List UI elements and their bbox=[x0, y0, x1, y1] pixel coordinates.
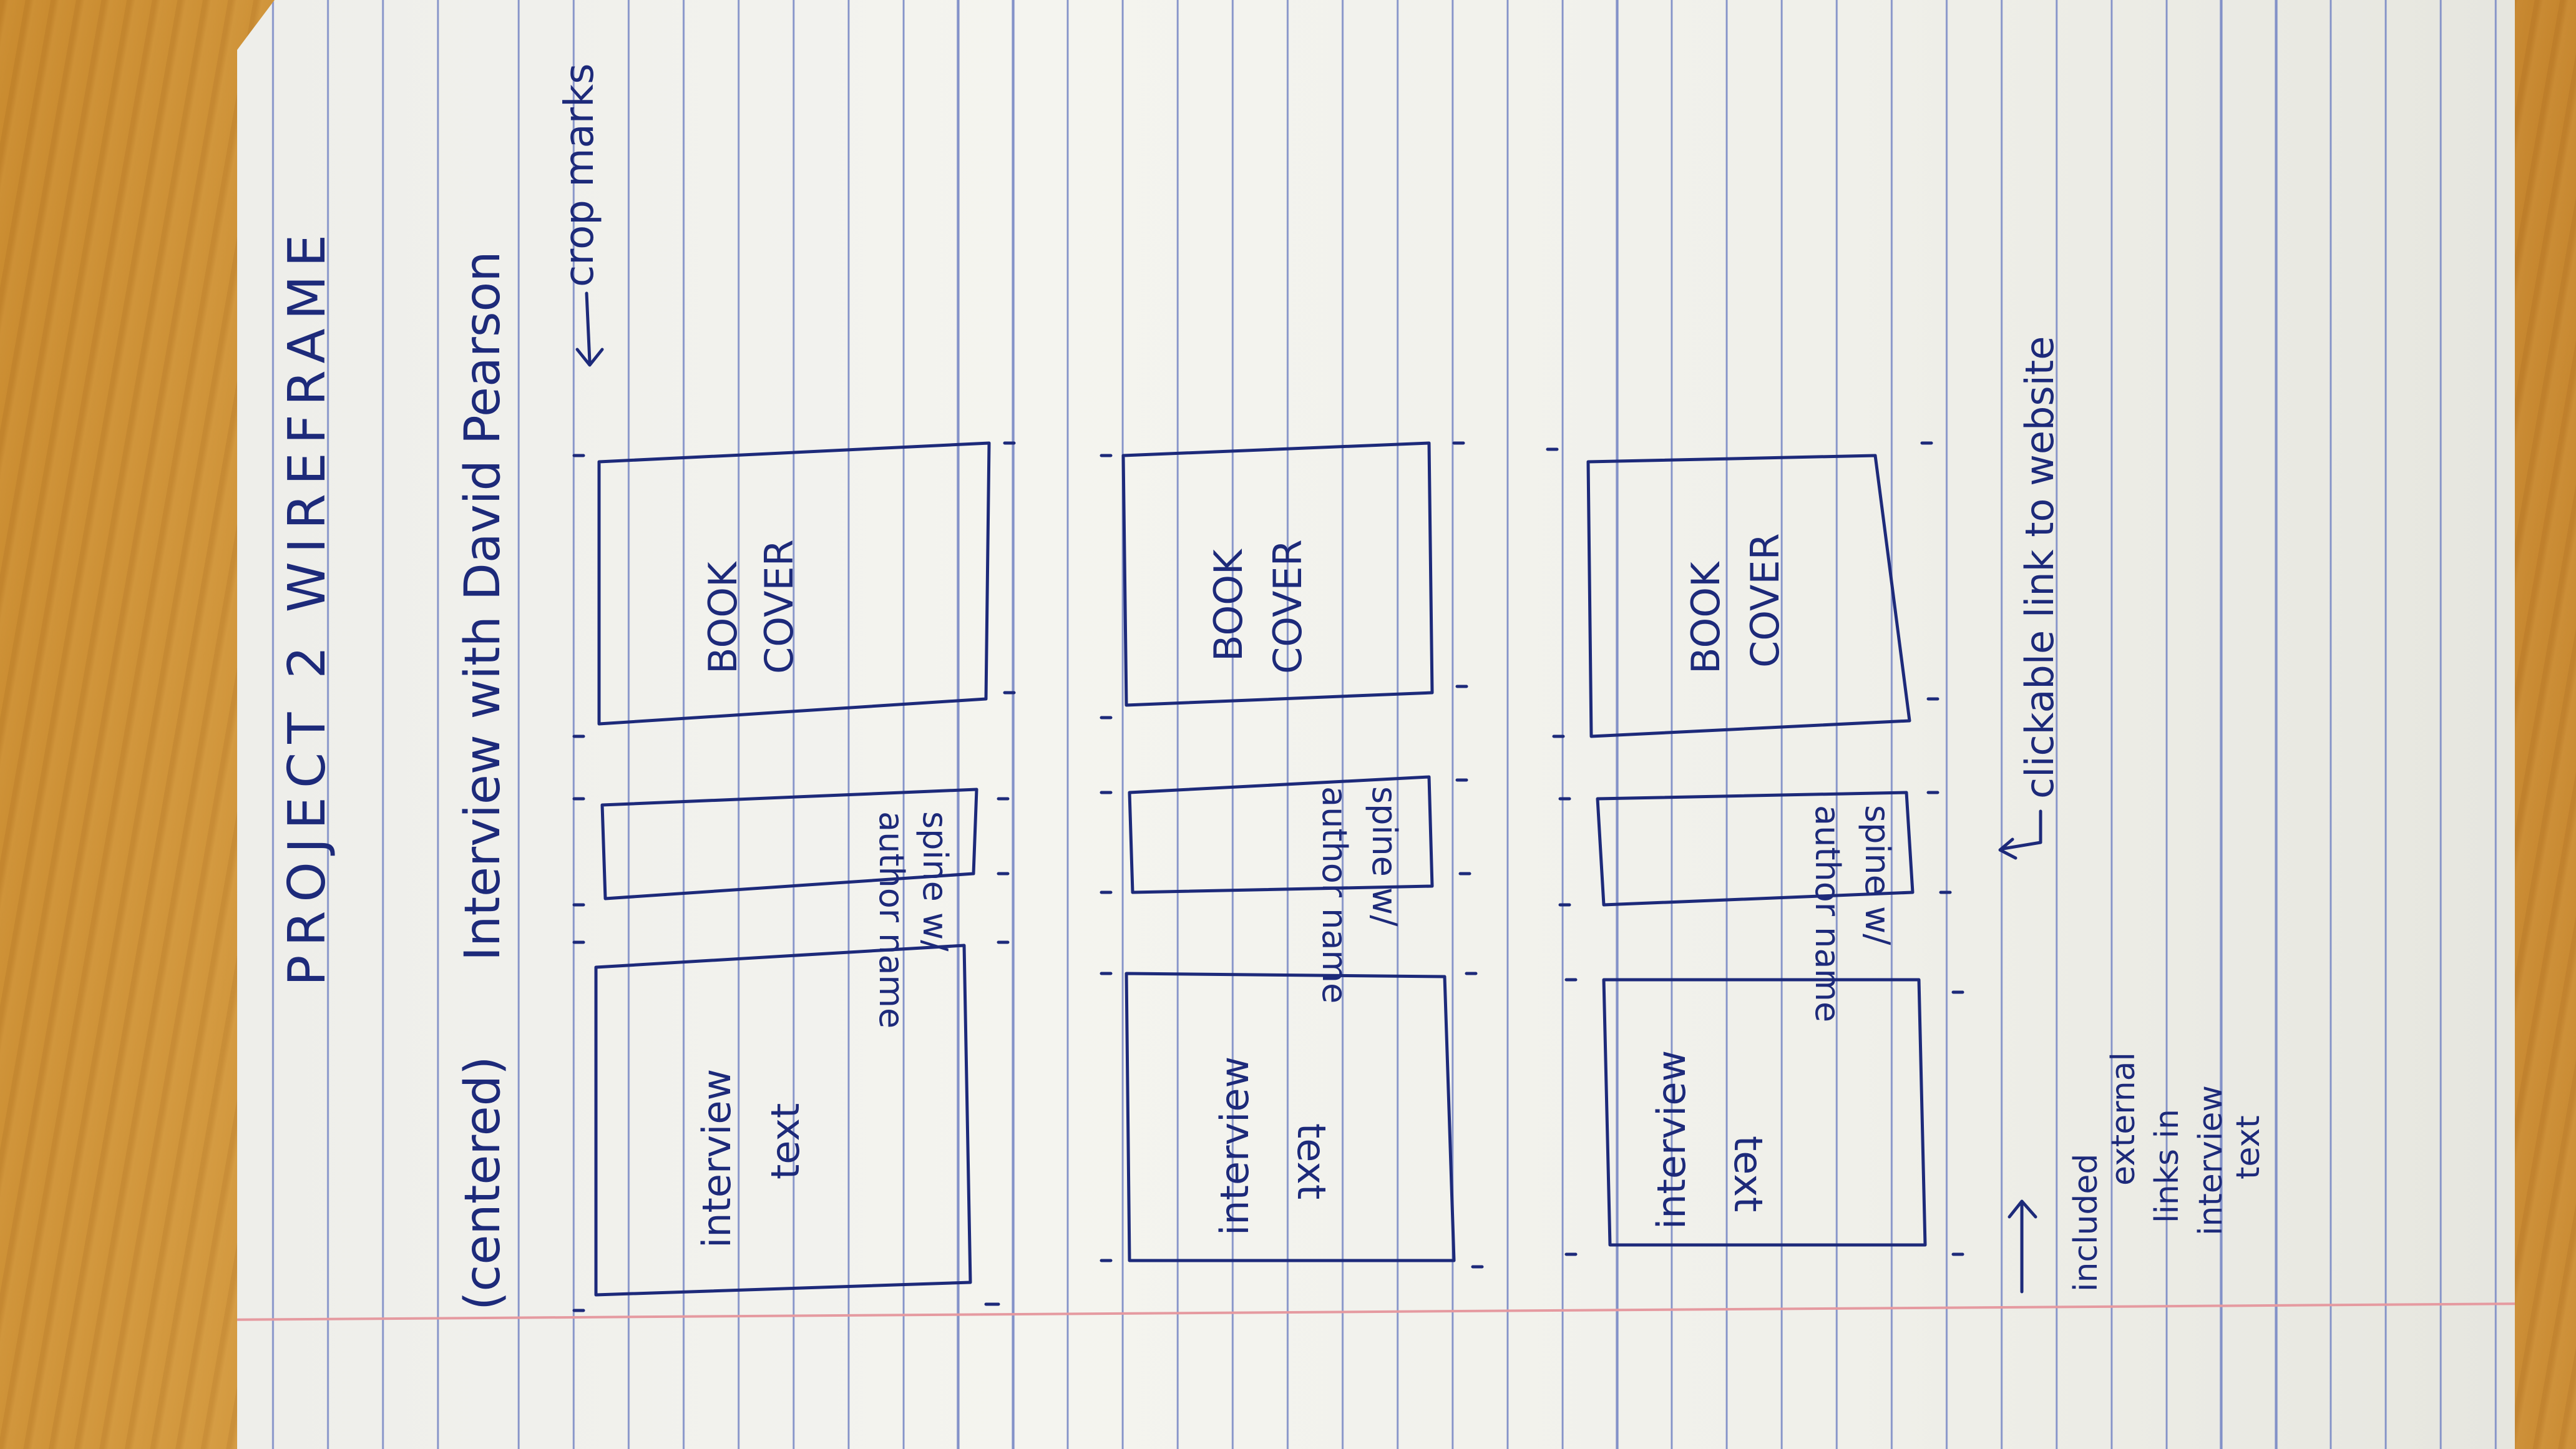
clickable-note-arrow bbox=[1998, 809, 2042, 860]
spine-label-1: spine w/ bbox=[1858, 805, 1897, 945]
book-cover-label-2: COVER bbox=[1742, 533, 1788, 668]
external-links-line-2: external bbox=[2105, 1052, 2142, 1186]
crop-marks-arrow bbox=[575, 291, 604, 367]
book-cover-box bbox=[597, 441, 991, 726]
book-cover-label-1: BOOK bbox=[1206, 549, 1251, 661]
interview-text-label-1: interview bbox=[1649, 1050, 1694, 1229]
wireframe-title: PROJECT 2 WIREFRAME bbox=[278, 226, 337, 986]
ruled-lines bbox=[237, 0, 2515, 1449]
spine-box bbox=[1128, 775, 1434, 894]
spine-label-2: author name bbox=[872, 811, 911, 1028]
interview-text-label-2: text bbox=[763, 1103, 808, 1179]
interview-text-label-1: interview bbox=[1212, 1056, 1257, 1236]
spine-box bbox=[1596, 791, 1915, 907]
spine-label-2: author name bbox=[1315, 786, 1354, 1003]
book-cover-box bbox=[1121, 441, 1434, 707]
interview-text-label-2: text bbox=[1289, 1123, 1334, 1199]
book-cover-label-2: COVER bbox=[756, 539, 802, 674]
book-cover-label-2: COVER bbox=[1265, 539, 1310, 674]
notebook-paper bbox=[237, 0, 2515, 1449]
interview-subtitle: Interview with David Pearson bbox=[455, 251, 511, 961]
external-links-arrow bbox=[2008, 1199, 2037, 1294]
external-links-line-3: links in bbox=[2149, 1109, 2186, 1223]
wireframe-row-2: BOOK COVER spine w/ author name intervie… bbox=[1121, 441, 1456, 1262]
spine-label-1: spine w/ bbox=[915, 811, 955, 952]
external-links-line-4: interview bbox=[2192, 1085, 2230, 1236]
book-cover-label-1: BOOK bbox=[700, 561, 746, 674]
centered-note: (centered) bbox=[455, 1056, 511, 1310]
interview-text-box bbox=[1125, 972, 1456, 1262]
spine-label-1: spine w/ bbox=[1365, 786, 1404, 927]
book-cover-box bbox=[1586, 454, 1911, 738]
external-links-line-1: included bbox=[2067, 1154, 2105, 1292]
crop-marks-note: crop marks bbox=[557, 64, 603, 288]
book-cover-label-1: BOOK bbox=[1683, 561, 1729, 674]
interview-text-label-2: text bbox=[1725, 1136, 1771, 1212]
spine-label-2: author name bbox=[1808, 805, 1847, 1022]
spine-box bbox=[600, 788, 978, 900]
interview-text-label-1: interview bbox=[694, 1069, 739, 1248]
interview-text-box bbox=[594, 944, 972, 1297]
external-links-note: included external links in interview tex… bbox=[2067, 1052, 2267, 1292]
crop-marks bbox=[572, 441, 1964, 1312]
wireframe-row-3: BOOK COVER spine w/ author name intervie… bbox=[1586, 454, 1927, 1247]
interview-text-box bbox=[1602, 978, 1927, 1247]
external-links-line-5: text bbox=[2230, 1115, 2267, 1179]
wireframe-row-1: BOOK COVER spine w/ author name intervie… bbox=[594, 441, 991, 1297]
clickable-link-note: clickable link to website bbox=[2017, 336, 2062, 799]
